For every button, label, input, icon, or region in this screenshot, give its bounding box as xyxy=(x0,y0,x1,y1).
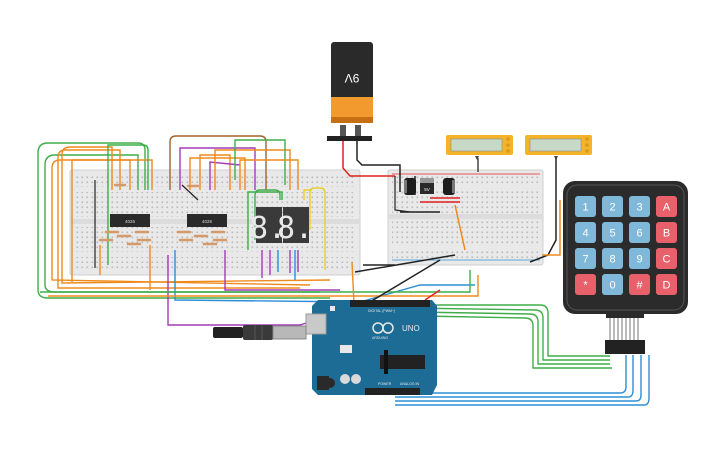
seven-segment-display-1[interactable]: 8. xyxy=(250,207,286,246)
keypad-key-6[interactable]: 6 xyxy=(629,222,650,243)
keypad-key-label: 4 xyxy=(582,228,588,240)
keypad-key-label: 6 xyxy=(636,228,642,240)
voltage-regulator[interactable]: 5V xyxy=(420,178,434,194)
keypad-key-label: 7 xyxy=(582,254,588,266)
resistor-group-1[interactable] xyxy=(98,230,152,246)
keypad-key-label: # xyxy=(636,280,643,292)
capacitor-2[interactable] xyxy=(443,178,455,195)
ic-chip-2[interactable]: 4026 xyxy=(187,214,227,227)
regulator-label: 5V xyxy=(424,187,430,192)
keypad-key-0[interactable]: 0 xyxy=(602,274,623,295)
arduino-logo xyxy=(372,322,394,334)
resistor-group-2[interactable] xyxy=(176,230,228,246)
keypad-key-label: A xyxy=(663,202,671,214)
arduino-model-label: UNO xyxy=(402,324,420,333)
keypad-key-4[interactable]: 4 xyxy=(575,222,596,243)
keypad-key-b[interactable]: B xyxy=(656,222,677,243)
seven-segment-digit-1: 8. xyxy=(250,211,286,246)
keypad-key-label: C xyxy=(663,254,671,266)
ic-chip-1-label: 4026 xyxy=(125,219,136,224)
keypad-key-a[interactable]: A xyxy=(656,196,677,217)
capacitor-1[interactable] xyxy=(404,178,416,195)
arduino-power-label: POWER xyxy=(378,382,392,386)
keypad-4x4[interactable]: 1 2 3 A 4 5 6 B 7 8 9 C * 0 # D xyxy=(563,181,688,354)
seven-segment-display-2[interactable]: 8. xyxy=(277,207,313,246)
keypad-key-1[interactable]: 1 xyxy=(575,196,596,217)
keypad-key-5[interactable]: 5 xyxy=(602,222,623,243)
battery-label: 9V xyxy=(345,71,360,85)
keypad-key-d[interactable]: D xyxy=(656,274,677,295)
arduino-analog-label: ANALOG IN xyxy=(400,382,420,386)
display-module-2[interactable] xyxy=(525,135,592,160)
usb-cable[interactable] xyxy=(213,325,307,340)
arduino-digital-label: DIGITAL (PWM~) xyxy=(368,309,395,313)
keypad-key-8[interactable]: 8 xyxy=(602,248,623,269)
keypad-keys: 1 2 3 A 4 5 6 B 7 8 9 C * 0 # D xyxy=(575,196,677,295)
keypad-key-c[interactable]: C xyxy=(656,248,677,269)
keypad-key-2[interactable]: 2 xyxy=(602,196,623,217)
keypad-header xyxy=(605,340,645,354)
keypad-key-label: 2 xyxy=(609,202,615,214)
keypad-key-label: 1 xyxy=(582,202,588,214)
seven-segment-digit-2: 8. xyxy=(277,211,313,246)
keypad-key-label: 0 xyxy=(609,280,615,292)
resistor-pair-top[interactable] xyxy=(113,183,200,188)
keypad-key-label: B xyxy=(663,228,670,240)
keypad-key-7[interactable]: 7 xyxy=(575,248,596,269)
keypad-key-9[interactable]: 9 xyxy=(629,248,650,269)
wire-segment-loops[interactable] xyxy=(247,187,326,280)
keypad-key-label: 9 xyxy=(636,254,642,266)
keypad-key-hash[interactable]: # xyxy=(629,274,650,295)
display-module-1[interactable] xyxy=(446,135,513,160)
arduino-brand-label: ARDUINO xyxy=(372,336,388,340)
ic-chip-2-label: 4026 xyxy=(202,219,213,224)
wire-bundle-left[interactable] xyxy=(37,142,331,299)
battery-9v[interactable]: 9V xyxy=(327,42,373,141)
keypad-key-label: D xyxy=(663,280,671,292)
arduino-uno-board[interactable]: UNO ARDUINO DIGITAL (PWM~) POWER ANALOG … xyxy=(305,300,437,395)
keypad-key-3[interactable]: 3 xyxy=(629,196,650,217)
keypad-key-label: 5 xyxy=(609,228,615,240)
keypad-pins xyxy=(609,318,639,340)
keypad-key-label: 8 xyxy=(609,254,615,266)
keypad-key-label: * xyxy=(583,280,588,292)
keypad-key-label: 3 xyxy=(636,202,642,214)
wire-keypad-bundle[interactable] xyxy=(351,261,650,406)
ic-chip-1[interactable]: 4026 xyxy=(110,214,150,227)
keypad-key-star[interactable]: * xyxy=(575,274,596,295)
wire-bundle-middle[interactable] xyxy=(169,135,299,201)
